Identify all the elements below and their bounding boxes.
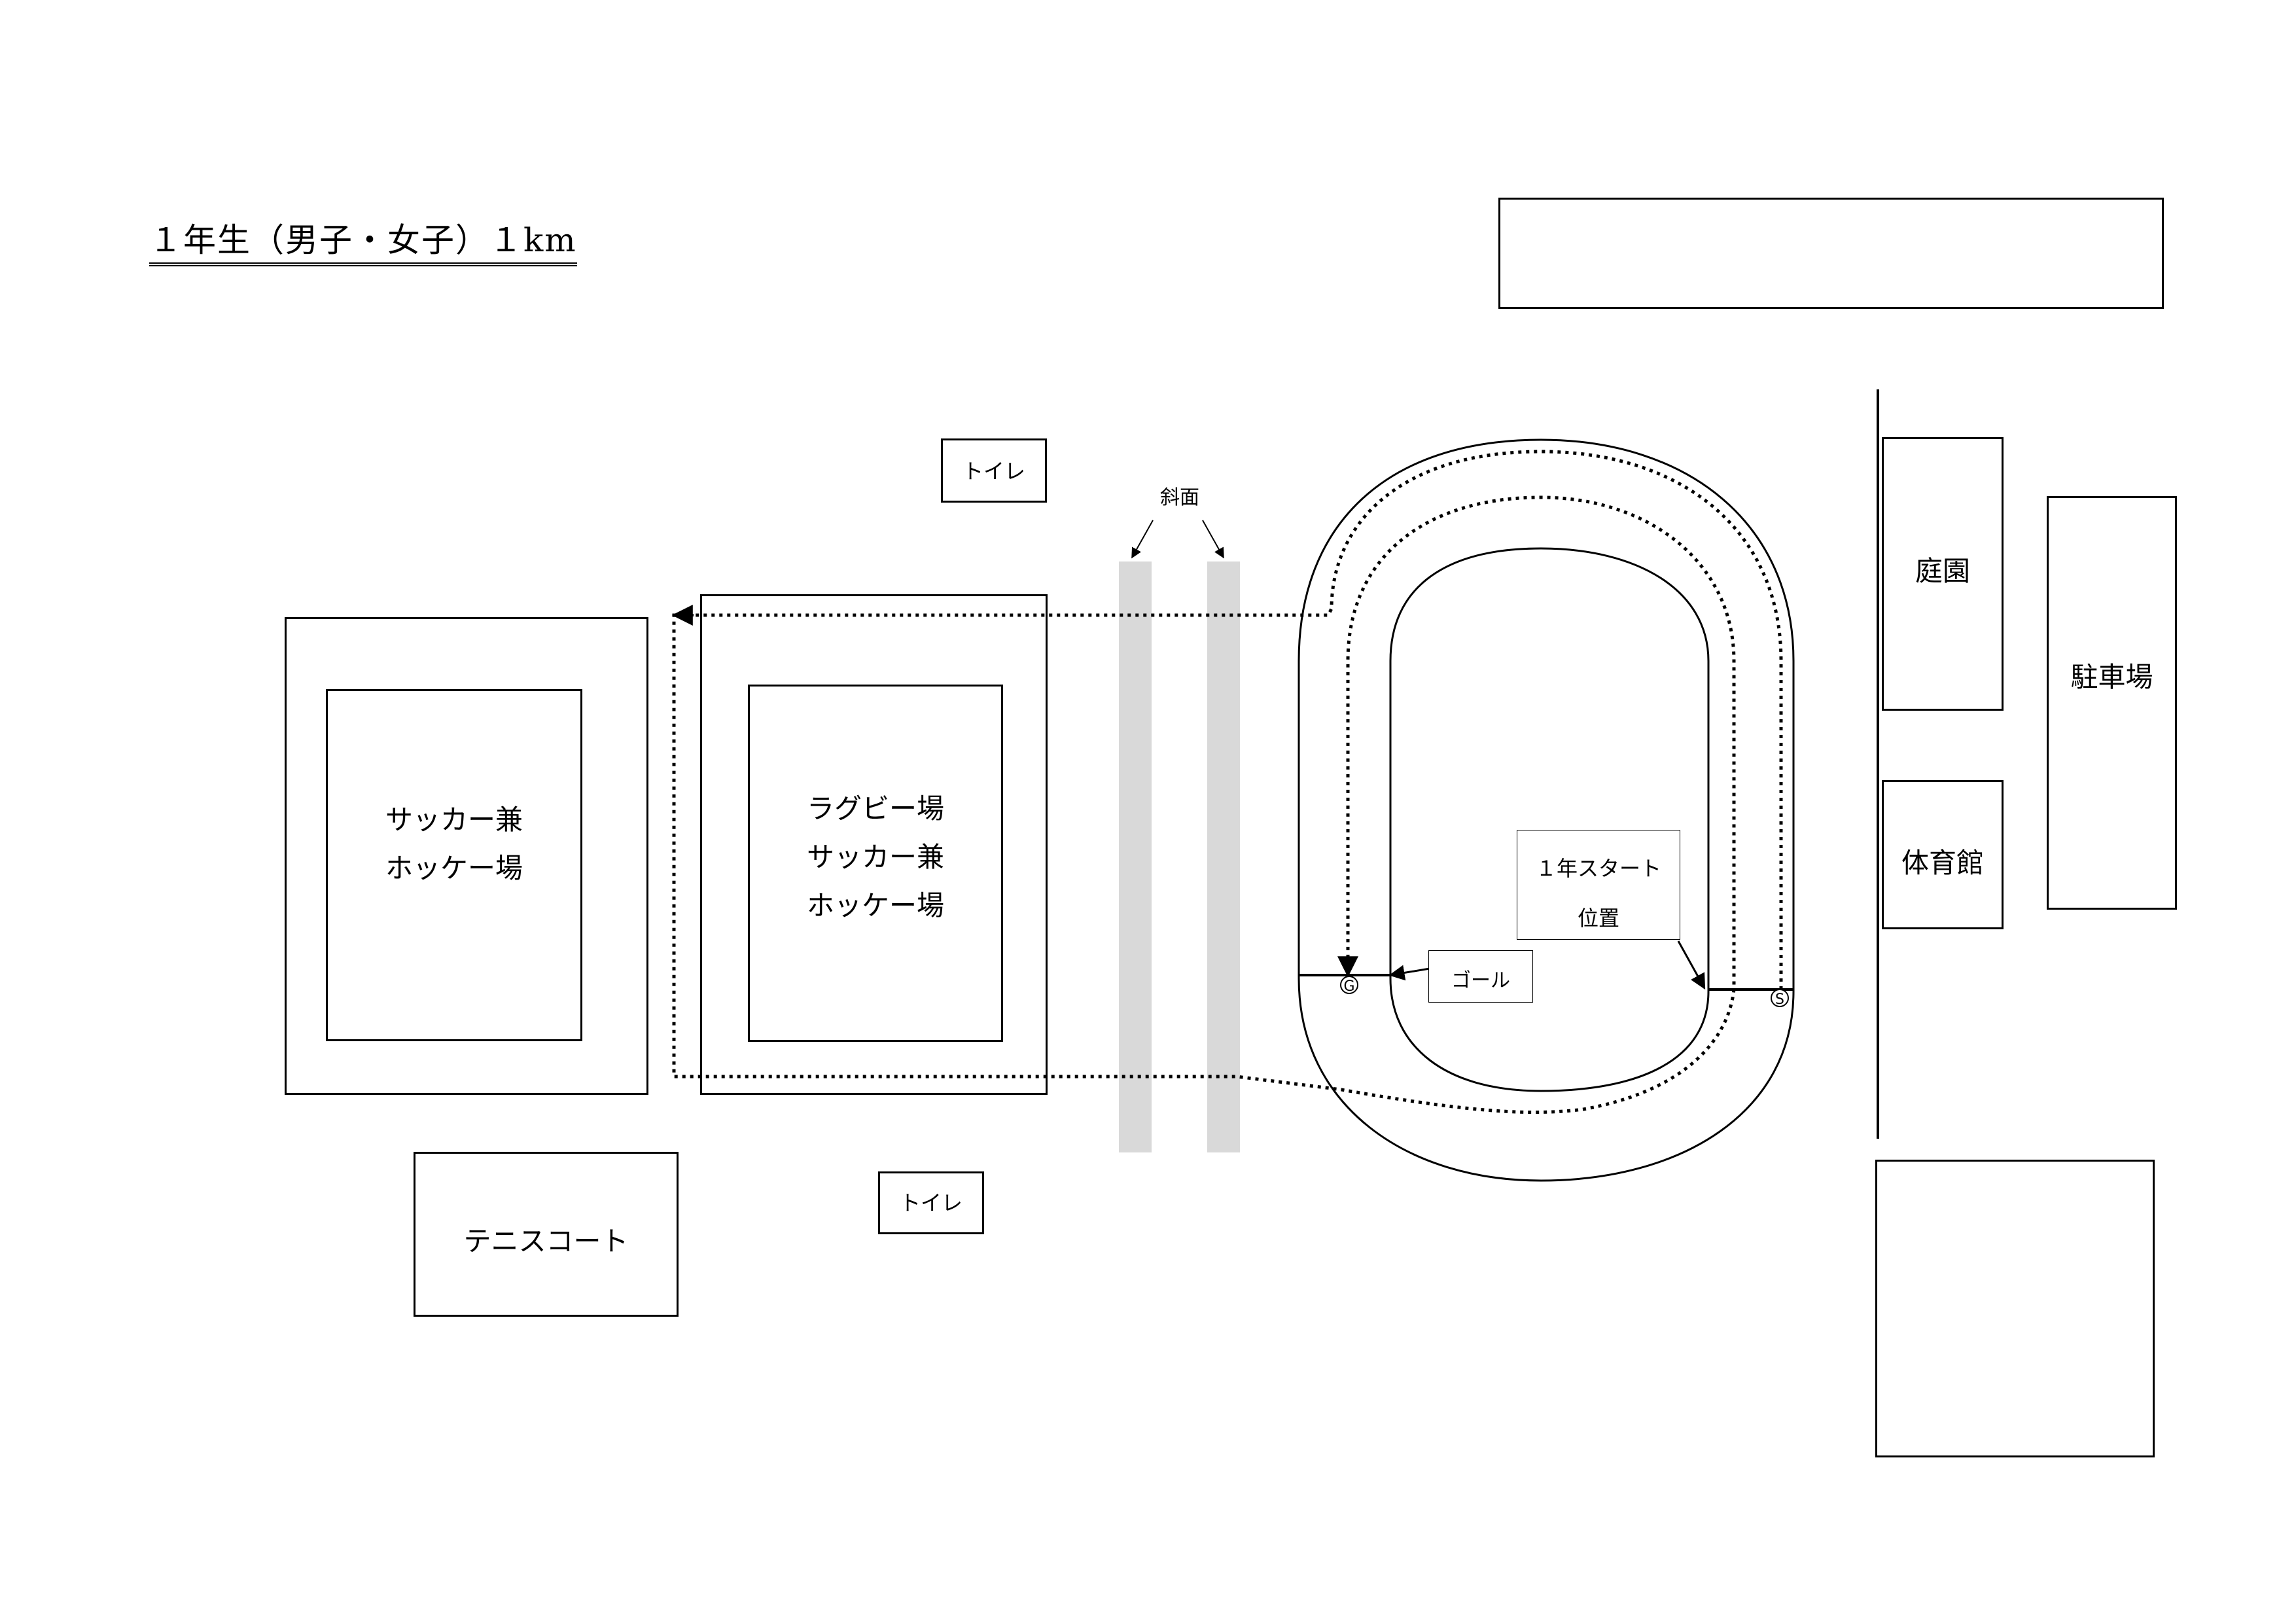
- gymnasium-label: 体育館: [1901, 847, 1984, 879]
- goal-marker: [1340, 976, 1358, 994]
- start-marker: [1771, 989, 1789, 1007]
- start-marker-letter: S: [1775, 991, 1784, 1008]
- page-title: １年生（男子・女子）１km: [149, 223, 577, 266]
- start-arrow: [1677, 940, 1706, 990]
- slope-band-left: [1119, 562, 1152, 1152]
- label-line: １年スタート: [1535, 856, 1661, 881]
- blank-box-bottom: [1875, 1160, 2155, 1457]
- label-line: ホッケー場: [806, 889, 944, 921]
- toilet-bottom-label: トイレ: [899, 1190, 963, 1215]
- parking-label: 駐車場: [2070, 661, 2153, 693]
- rugby-field-inner: ラグビー場 サッカー兼 ホッケー場: [748, 685, 1003, 1042]
- course-dotted-route: [672, 450, 1783, 1115]
- label-line: 位置: [1577, 906, 1619, 931]
- soccer-hockey-field-inner: サッカー兼 ホッケー場: [326, 689, 582, 1041]
- soccer-hockey-label: サッカー兼 ホッケー場: [328, 796, 580, 893]
- slope-arrow-right: [1202, 520, 1224, 559]
- garden-label: 庭園: [1915, 555, 1970, 587]
- toilet-top: トイレ: [941, 438, 1047, 503]
- tennis-court-label: テニスコート: [463, 1225, 629, 1257]
- label-line: サッカー兼: [806, 841, 944, 873]
- rugby-field-label: ラグビー場 サッカー兼 ホッケー場: [750, 785, 1001, 930]
- toilet-top-label: トイレ: [962, 459, 1025, 484]
- goal-arrow: [1388, 965, 1430, 981]
- label-line: ラグビー場: [806, 793, 944, 825]
- blank-box-top: [1498, 198, 2164, 309]
- start-position-label-box: １年スタート 位置: [1517, 830, 1680, 940]
- parking: 駐車場: [2047, 496, 2177, 910]
- start-position-label: １年スタート 位置: [1517, 844, 1680, 943]
- slope-label: 斜面: [1160, 486, 1199, 509]
- gymnasium: 体育館: [1882, 780, 2004, 929]
- label-line: サッカー兼: [385, 804, 523, 836]
- goal-marker-letter: G: [1343, 978, 1354, 995]
- slope-arrow-left: [1131, 520, 1154, 559]
- toilet-bottom: トイレ: [878, 1171, 984, 1234]
- garden: 庭園: [1882, 437, 2004, 711]
- label-line: ホッケー場: [385, 852, 523, 884]
- track-inner: [1389, 547, 1710, 1092]
- goal-label: ゴール: [1451, 969, 1510, 992]
- slope-band-right: [1207, 562, 1240, 1152]
- goal-label-box: ゴール: [1428, 950, 1533, 1003]
- track-outer: [1298, 438, 1795, 1182]
- tennis-court: テニスコート: [414, 1152, 679, 1317]
